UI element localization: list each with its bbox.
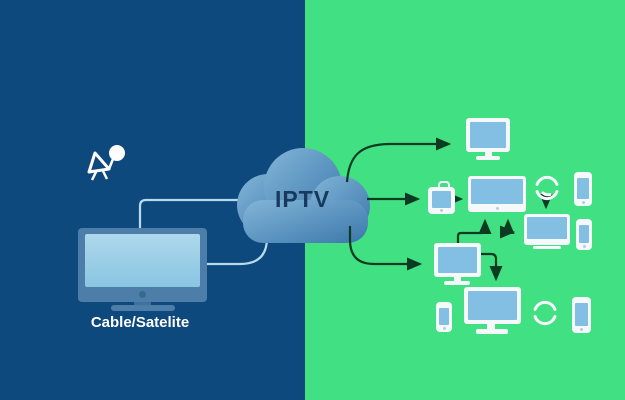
phone-screen bbox=[575, 303, 588, 326]
monitor-stand-base bbox=[444, 281, 470, 285]
phone-home-button bbox=[442, 327, 446, 330]
phone-screen bbox=[439, 308, 449, 325]
monitor-stand bbox=[487, 324, 495, 330]
cable-satellite-label: Cable/Satelite bbox=[90, 314, 190, 331]
monitor-stand bbox=[485, 152, 492, 157]
monitor-screen bbox=[468, 291, 517, 320]
tablet-handle bbox=[438, 181, 450, 190]
smartphone-icon bbox=[574, 172, 592, 206]
tablet-screen bbox=[432, 191, 451, 208]
smartphone-icon bbox=[572, 297, 591, 333]
desktop-display-icon bbox=[468, 176, 526, 212]
monitor-icon bbox=[434, 243, 481, 277]
phone-home-button bbox=[581, 201, 585, 204]
display-logo-dot bbox=[495, 207, 499, 210]
smartphone-icon bbox=[436, 302, 452, 332]
cloud-icon bbox=[237, 148, 370, 243]
tv-icon bbox=[78, 228, 207, 302]
monitor-stand-base bbox=[476, 329, 508, 334]
tv-stand-base bbox=[111, 305, 175, 311]
monitor-icon bbox=[466, 118, 510, 152]
phone-home-button bbox=[580, 328, 583, 331]
tv-stand-base bbox=[533, 246, 561, 249]
tv-screen bbox=[527, 217, 567, 239]
monitor-stand bbox=[454, 277, 461, 282]
cloud-label: IPTV bbox=[274, 186, 331, 212]
sync-icon bbox=[533, 300, 557, 326]
tv-icon bbox=[524, 214, 570, 245]
phone-screen bbox=[579, 225, 589, 243]
display-screen bbox=[471, 179, 523, 204]
tv-logo-dot bbox=[139, 291, 146, 298]
desktop-monitor-icon bbox=[464, 287, 521, 324]
tv-screen bbox=[85, 234, 200, 287]
smartphone-icon bbox=[576, 219, 592, 250]
iptv-arrows bbox=[345, 137, 553, 282]
monitor-stand-base bbox=[476, 156, 500, 160]
phone-screen bbox=[577, 178, 589, 199]
phone-home-button bbox=[582, 245, 586, 248]
satellite-dish-icon bbox=[87, 145, 125, 181]
monitor-screen bbox=[438, 247, 477, 273]
sync-icon bbox=[535, 175, 559, 201]
monitor-screen bbox=[470, 122, 506, 148]
tv-stand bbox=[134, 302, 151, 306]
tablet-home-button bbox=[440, 209, 443, 212]
tablet-icon bbox=[428, 187, 455, 214]
